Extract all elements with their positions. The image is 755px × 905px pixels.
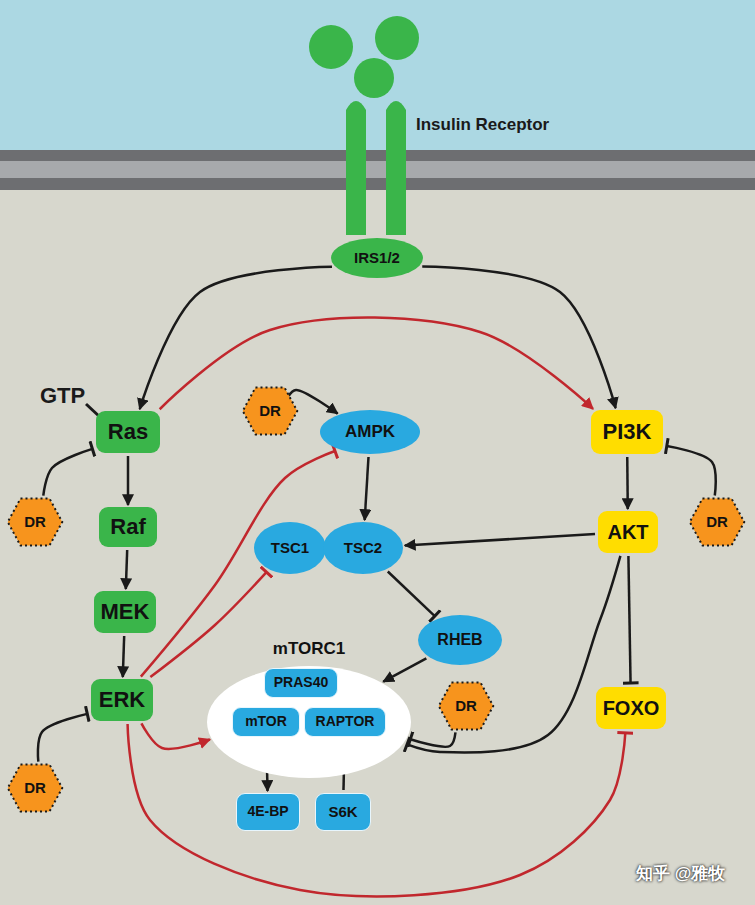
inhibition-connector [150, 572, 266, 677]
node-label: RHEB [437, 631, 482, 649]
node-label: DR [24, 514, 46, 531]
activation-connector [383, 658, 426, 681]
hexagon-shape [8, 765, 63, 812]
transcription-factor-box: FOXO [596, 687, 667, 729]
receptor-chain [386, 101, 406, 235]
insulin-molecule [354, 58, 394, 98]
membrane-inner [0, 178, 755, 190]
inhibition-connector [407, 556, 620, 753]
node-label: S6K [328, 804, 357, 821]
hexagon-shape [8, 499, 63, 546]
kinase-box: ERK [91, 679, 153, 721]
insulin-molecule [375, 16, 419, 60]
node-label: 4E-BP [247, 804, 288, 819]
hexagon-shape [243, 388, 298, 435]
complex-subunit: PRAS40 [264, 668, 338, 698]
node-label: MEK [101, 600, 150, 624]
complex-subunit: mTOR [232, 707, 300, 737]
protein-ellipse: TSC1 [254, 522, 326, 574]
dr-hexagon: DR [241, 386, 299, 436]
receptor-label: Insulin Receptor [416, 115, 549, 135]
gtp-label: GTP [40, 383, 85, 409]
dr-hexagon: DR [6, 497, 64, 547]
kinase-box: Ras [96, 411, 160, 453]
membrane-outer [0, 150, 755, 161]
activation-connector [141, 723, 210, 749]
node-label: PRAS40 [274, 675, 328, 690]
node-label: AKT [607, 521, 648, 543]
node-label: TSC1 [271, 540, 309, 557]
kinase-box: MEK [94, 591, 157, 633]
node-label: RAPTOR [316, 714, 375, 729]
dr-hexagon: DR [6, 763, 64, 813]
receptor-chain [346, 101, 366, 235]
node-label: DR [455, 698, 477, 715]
inhibition-connector [38, 714, 87, 762]
node-label: DR [706, 514, 728, 531]
node-label: IRS1/2 [354, 250, 400, 267]
activation-connector [365, 457, 369, 520]
activation-connector [626, 457, 629, 509]
node-label: DR [24, 780, 46, 797]
activation-connector [405, 534, 595, 545]
protein-ellipse: RHEB [418, 615, 502, 665]
effector-box: S6K [315, 793, 371, 831]
kinase-box: Raf [99, 507, 157, 547]
activation-connector [422, 266, 615, 408]
hexagon-shape [690, 499, 745, 546]
kinase-box: PI3K [591, 410, 663, 454]
complex-ellipse: mTORC1PRAS40mTORRAPTOR [207, 666, 411, 778]
complex-heading: mTORC1 [273, 640, 345, 659]
node-label: ERK [99, 688, 145, 712]
extracellular-space [0, 0, 755, 152]
node-label: Ras [108, 420, 148, 444]
activation-connector [126, 550, 127, 589]
activation-connector [140, 267, 332, 410]
effector-box: 4E-BP [236, 793, 300, 831]
node-label: Raf [110, 515, 145, 539]
activation-connector [123, 636, 124, 677]
node-label: PI3K [603, 420, 652, 444]
node-label: DR [259, 403, 281, 420]
protein-ellipse: TSC2 [323, 522, 403, 574]
inhibition-connector [388, 572, 435, 617]
node-label: FOXO [603, 697, 660, 719]
hexagon-shape [439, 683, 494, 730]
activation-connector [127, 456, 130, 505]
adaptor-protein: IRS1/2 [331, 238, 423, 278]
watermark: 知乎 @雅牧 [636, 862, 725, 885]
node-label: AMPK [345, 423, 395, 442]
protein-ellipse: AMPK [320, 410, 420, 454]
inhibition-connector [43, 449, 92, 496]
complex-subunit: RAPTOR [304, 707, 386, 737]
dr-hexagon: DR [437, 681, 495, 731]
kinase-box: AKT [598, 511, 658, 553]
dr-hexagon: DR [688, 497, 746, 547]
node-label: mTOR [245, 714, 287, 729]
inhibition-connector [410, 732, 455, 747]
node-label: TSC2 [344, 540, 382, 557]
membrane-core [0, 161, 755, 178]
inhibition-connector [628, 556, 630, 683]
activation-connector [160, 318, 593, 410]
insulin-molecule [309, 25, 353, 69]
inhibition-connector [667, 446, 716, 495]
